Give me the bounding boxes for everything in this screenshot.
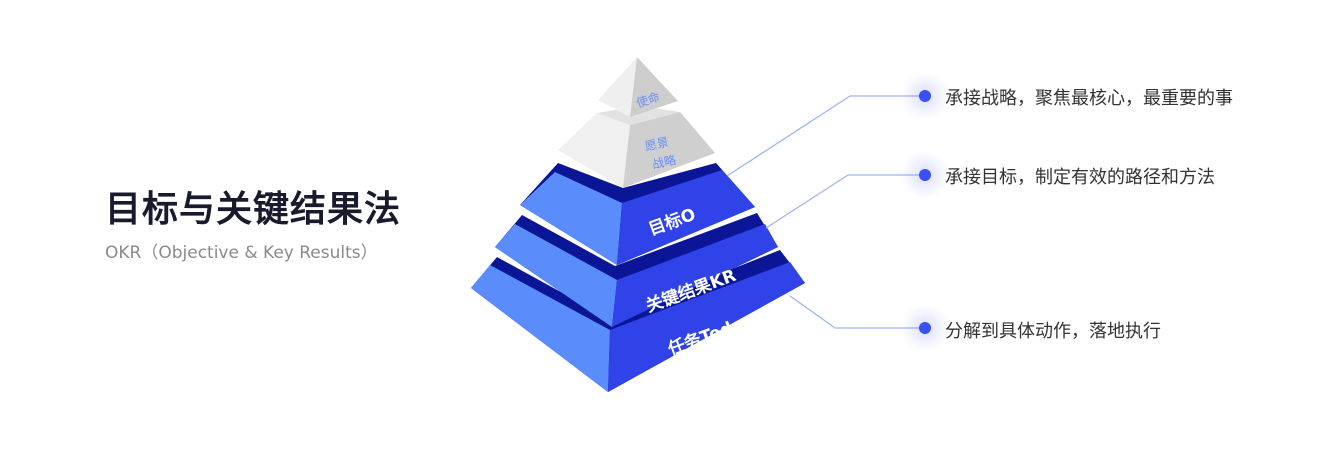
description-objective: 承接目标，制定有效的路径和方法 [945,167,1215,188]
pyramid-level-vision [558,106,715,188]
description-strategy: 承接战略，聚焦最核心，最重要的事 [945,88,1233,109]
connector-line-objective [765,174,925,229]
pyramid-level-objective [520,163,755,265]
pyramid-level-kr [495,213,778,327]
pyramid-level-todo [471,250,805,392]
bullet-dot-icon [901,72,949,120]
bullet-dot-icon [901,151,949,199]
connector-line-strategy [726,95,925,177]
label-strategy: 战略 [651,152,678,172]
description-todo: 分解到具体动作，落地执行 [945,321,1161,342]
label-vision: 愿景 [644,135,670,154]
page-subtitle: OKR（Objective & Key Results） [105,243,378,263]
label-mission: 使命 [634,89,661,111]
bullet-dot-icon [901,304,949,352]
page-title: 目标与关键结果法 [105,189,402,230]
pyramid-level-mission [598,57,678,117]
connector-line-todo [789,295,925,329]
